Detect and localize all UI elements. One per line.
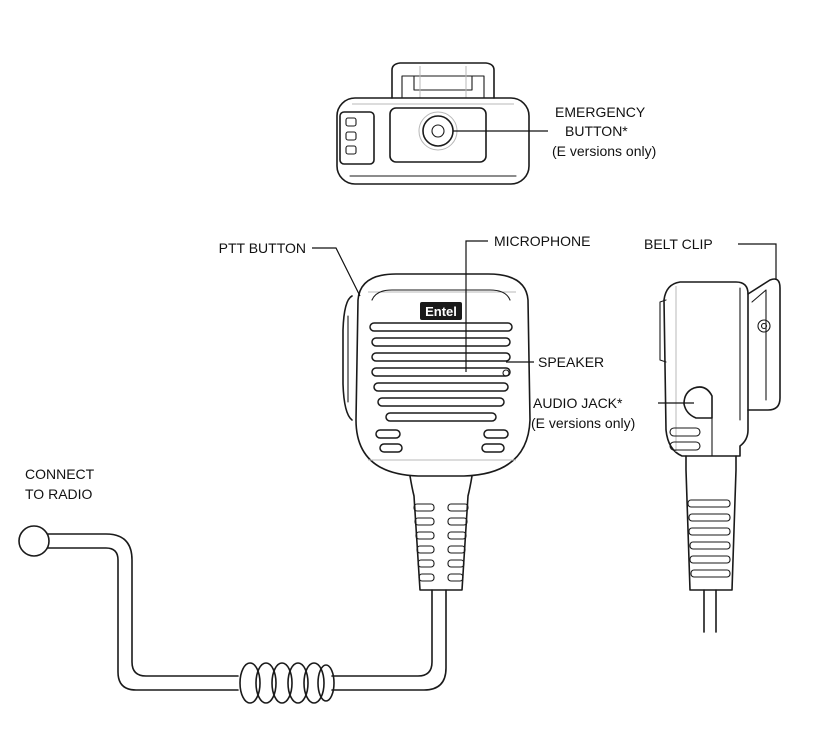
side-strain-relief-ribs: [687, 499, 731, 578]
ptt-leader: [312, 247, 361, 297]
speaker-label: SPEAKER: [538, 354, 604, 370]
top-view: EMERGENCY BUTTON* (E versions only): [336, 62, 656, 185]
audio-jack[interactable]: [683, 386, 713, 419]
microphone-label: MICROPHONE: [494, 233, 590, 249]
side-body: [663, 281, 749, 457]
speaker-grille: [369, 322, 513, 422]
audio-jack-label-line2: (E versions only): [531, 415, 635, 431]
connect-label-line1: CONNECT: [25, 466, 95, 482]
microphone-leader: [465, 240, 488, 372]
coiled-cable: [18, 525, 447, 704]
brand-logo-text: Entel: [425, 304, 457, 319]
strain-relief: [409, 475, 473, 591]
emergency-label-line2: BUTTON*: [565, 123, 628, 139]
belt-clip: [747, 278, 781, 411]
radio-connector: [18, 525, 50, 557]
strain-relief-ribs: [413, 503, 469, 582]
emergency-label-line3: (E versions only): [552, 143, 656, 159]
emergency-label-line1: EMERGENCY: [555, 104, 646, 120]
cable-coil: [239, 662, 335, 704]
belt-clip-leader: [738, 243, 777, 280]
belt-clip-label: BELT CLIP: [644, 236, 713, 252]
clip-hinge: [757, 319, 771, 333]
top-housing: [336, 97, 530, 185]
ptt-button[interactable]: [342, 295, 353, 421]
connect-label-line2: TO RADIO: [25, 486, 93, 502]
ptt-label: PTT BUTTON: [219, 240, 306, 256]
side-view: [659, 278, 781, 633]
front-view: Entel: [342, 273, 531, 591]
side-connector: [339, 111, 375, 165]
audio-jack-label-line1: AUDIO JACK*: [533, 395, 623, 411]
mic-body: [355, 273, 531, 477]
microphone-hole: [502, 369, 510, 377]
emergency-button[interactable]: [422, 115, 454, 147]
top-clip: [391, 62, 495, 99]
brand-badge: [420, 302, 462, 320]
emergency-panel: [389, 107, 487, 163]
